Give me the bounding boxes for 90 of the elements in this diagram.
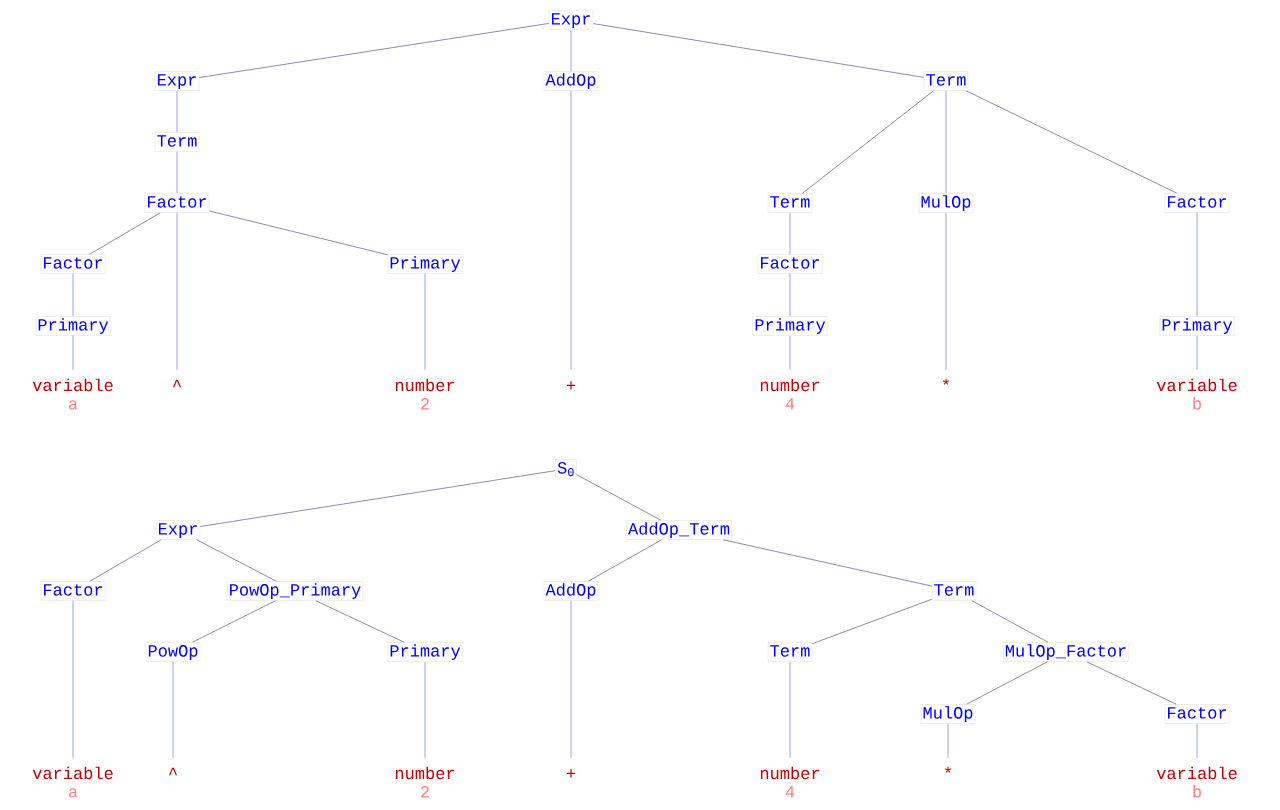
grammar-symbol-box: AddOp_Term	[626, 520, 732, 540]
tree-line	[1196, 723, 1198, 759]
tree-line	[945, 90, 947, 194]
grammar-symbol-box: PowOp	[145, 642, 201, 662]
grammar-symbol-box: Expr	[155, 520, 201, 540]
tree-line	[1086, 661, 1177, 705]
token-label: ^	[173, 379, 181, 388]
grammar-symbol-box: AddOp	[543, 581, 599, 601]
tree-line	[966, 661, 1048, 705]
token-value: 2	[421, 398, 429, 410]
grammar-symbol-box: Factor	[144, 193, 210, 213]
grammar-symbol-box: Primary	[387, 642, 463, 662]
grammar-symbol-box: S$_{0}$	[555, 459, 577, 479]
tree-line	[592, 23, 925, 78]
token-label: variable	[1156, 378, 1237, 392]
grammar-symbol-box: Expr	[154, 71, 200, 91]
tree-line	[209, 210, 388, 256]
token-label: number	[395, 378, 455, 392]
token-value: b	[1193, 397, 1201, 410]
tree-line	[570, 90, 572, 371]
token-value: a	[68, 400, 78, 410]
tree-line	[576, 474, 662, 521]
tree-line	[789, 212, 791, 255]
tree-line	[802, 90, 934, 194]
tree-line	[570, 29, 572, 72]
grammar-symbol-box: Factor	[40, 581, 106, 601]
tree-line	[971, 600, 1049, 643]
tree-line	[89, 539, 162, 582]
token-label: *	[944, 766, 952, 773]
grammar-symbol-box: AddOp	[543, 71, 599, 91]
grammar-symbol-box: Term	[923, 71, 969, 91]
tree-line	[1196, 335, 1198, 371]
grammar-symbol-box: Factor	[1164, 193, 1230, 213]
tree-line	[199, 470, 556, 527]
tree-line	[587, 539, 663, 582]
tree-line	[315, 600, 405, 643]
token-value: 2	[421, 786, 429, 798]
token-label: +	[566, 769, 576, 778]
grammar-symbol-box: Primary	[1159, 316, 1235, 336]
tree-line	[965, 90, 1178, 194]
token-label: *	[942, 378, 950, 385]
token-label: variable	[32, 766, 113, 780]
grammar-symbol-box: MulOp	[920, 704, 976, 724]
grammar-symbol-box: Factor	[757, 254, 823, 274]
grammar-symbol-box: PowOp_Primary	[226, 581, 364, 601]
grammar-symbol-box: Term	[767, 642, 813, 662]
grammar-symbol-box: Term	[767, 193, 813, 213]
tree-line	[176, 151, 178, 194]
token-value: 4	[785, 786, 795, 798]
tree-line	[89, 212, 161, 255]
token-value: a	[68, 788, 78, 798]
tree-line	[811, 598, 933, 645]
grammar-symbol-box: MulOp	[918, 193, 974, 213]
token-label: variable	[32, 378, 113, 392]
grammar-symbol-box: Term	[931, 581, 977, 601]
tree-line	[72, 273, 74, 317]
tree-line	[192, 600, 276, 643]
tree-line	[198, 23, 550, 78]
tree-line	[789, 335, 791, 371]
tree-line	[789, 661, 791, 759]
tree-line	[945, 212, 947, 371]
tree-line	[176, 212, 178, 371]
tree-line	[72, 335, 74, 371]
tree-line	[424, 273, 426, 371]
tree-line	[947, 723, 949, 759]
grammar-symbol-box: Expr	[548, 10, 594, 30]
tree-line	[789, 273, 791, 317]
grammar-symbol-box: Primary	[752, 316, 828, 336]
tree-line	[72, 600, 74, 759]
token-label: +	[566, 381, 576, 390]
tree-line	[570, 600, 572, 759]
token-label: ^	[169, 767, 177, 776]
tree-line	[1196, 212, 1198, 317]
tree-line	[172, 661, 174, 759]
tree-line	[176, 90, 178, 133]
token-label: number	[760, 378, 820, 392]
tree-line	[196, 539, 277, 582]
token-label: number	[760, 766, 820, 780]
tree-line	[424, 661, 426, 759]
grammar-symbol-box: MulOp_Factor	[1003, 642, 1129, 662]
grammar-symbol-box: Primary	[387, 254, 463, 274]
grammar-symbol-box: Primary	[35, 316, 111, 336]
tree-line	[722, 539, 933, 587]
grammar-symbol-box: Factor	[40, 254, 106, 274]
grammar-symbol-box: Factor	[1164, 704, 1230, 724]
token-value: 4	[785, 398, 795, 410]
grammar-symbol-box: Term	[154, 132, 200, 152]
token-label: number	[395, 766, 455, 780]
token-label: variable	[1156, 766, 1237, 780]
token-value: b	[1193, 785, 1201, 798]
